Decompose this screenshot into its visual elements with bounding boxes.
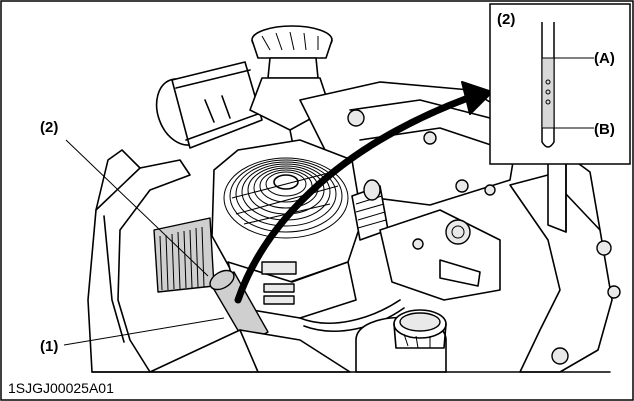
pointer-arrow xyxy=(234,81,493,304)
fan-grille xyxy=(223,157,349,239)
level-a-label: (A) xyxy=(594,50,615,67)
engine-illustration xyxy=(87,25,621,373)
figure-code: 1SJGJ00025A01 xyxy=(8,380,114,396)
leader-line-1 xyxy=(63,317,225,346)
level-b-label: (B) xyxy=(594,121,615,138)
inset-border xyxy=(489,3,631,165)
oil-gauge-grip xyxy=(209,269,269,345)
dipstick-inset: (2) (A) (B) xyxy=(489,3,631,165)
part-1-label: (1) xyxy=(40,338,58,355)
dipstick xyxy=(541,22,555,148)
part-2-label: (2) xyxy=(40,119,58,136)
inset-label: (2) xyxy=(497,11,515,28)
oil-filler-cap xyxy=(355,309,447,373)
leader-line-2 xyxy=(65,139,209,277)
